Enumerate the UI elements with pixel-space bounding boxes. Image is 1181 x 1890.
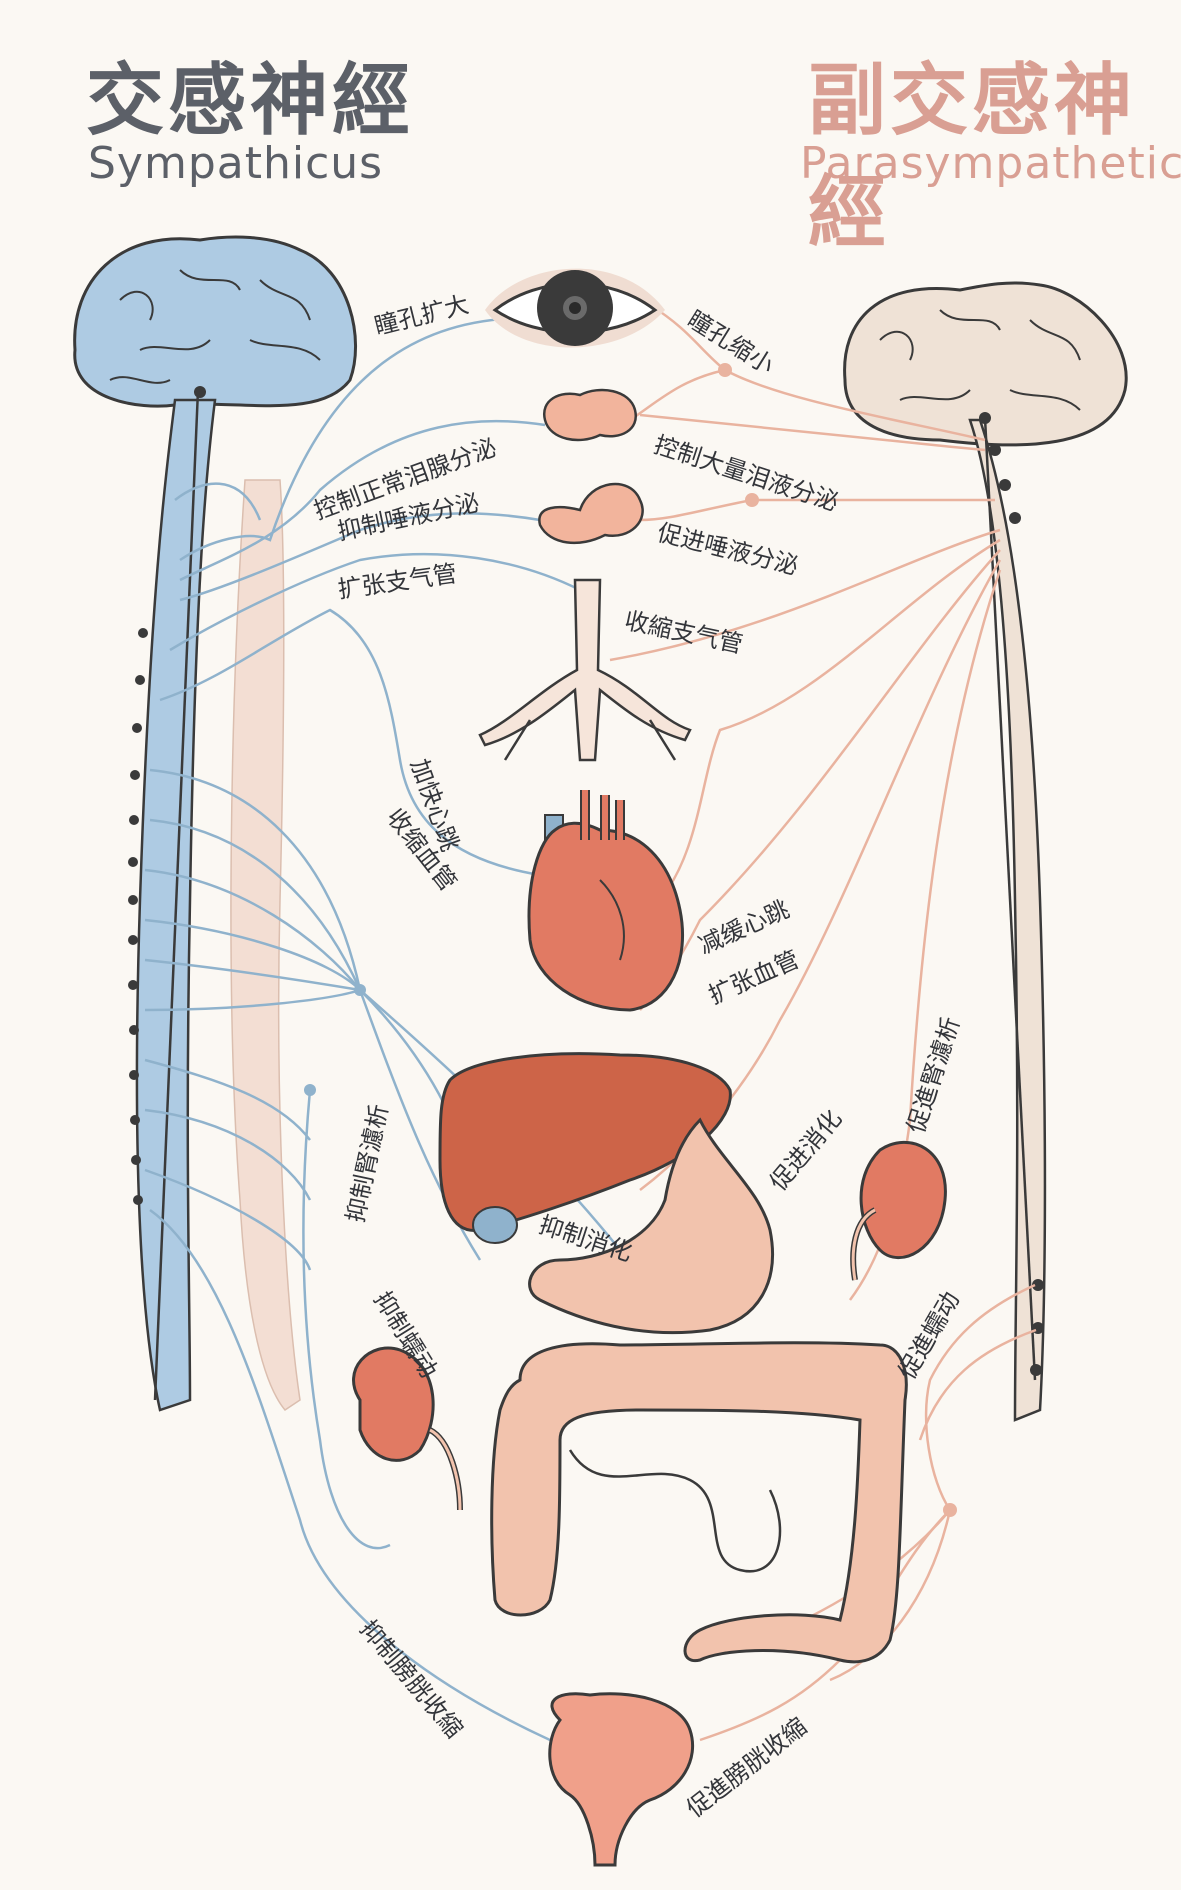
- liver-illustration: [438, 1052, 732, 1244]
- sympathetic-nerves: [144, 316, 621, 1742]
- sympathetic-nerve-junction: [304, 984, 366, 1096]
- heart-illustration: [527, 790, 685, 1012]
- intestine-illustration: [490, 1341, 908, 1664]
- kidney-left-illustration: [352, 1346, 463, 1511]
- sympathetic-subtitle: Sympathicus: [88, 138, 384, 189]
- stomach-illustration: [528, 1117, 774, 1335]
- parasympathetic-nerves: [609, 303, 1037, 1742]
- bladder-illustration: [548, 1692, 695, 1867]
- parasympathetic-brain: [843, 281, 1128, 447]
- lacrimal-gland-illustration: [543, 388, 637, 442]
- sympathetic-ganglia: [128, 628, 148, 1205]
- parasympathetic-title: 副交感神經: [808, 56, 1137, 258]
- parasympathetic-nerve-junction: [718, 363, 957, 1517]
- sympathetic-title: 交感神經: [86, 56, 415, 146]
- salivary-gland-illustration: [538, 482, 644, 545]
- parasympathetic-spinal-cord: [968, 417, 1047, 1422]
- bronchi-illustration: [478, 578, 692, 762]
- sympathetic-spinal-cord: [135, 386, 217, 1412]
- kidney-right-illustration: [850, 1140, 947, 1281]
- parasympathetic-subtitle: Parasympathetic: [800, 138, 1181, 189]
- parasympathetic-ganglia: [979, 412, 1044, 1376]
- sympathetic-brain: [73, 235, 358, 408]
- eye-illustration: [485, 268, 665, 348]
